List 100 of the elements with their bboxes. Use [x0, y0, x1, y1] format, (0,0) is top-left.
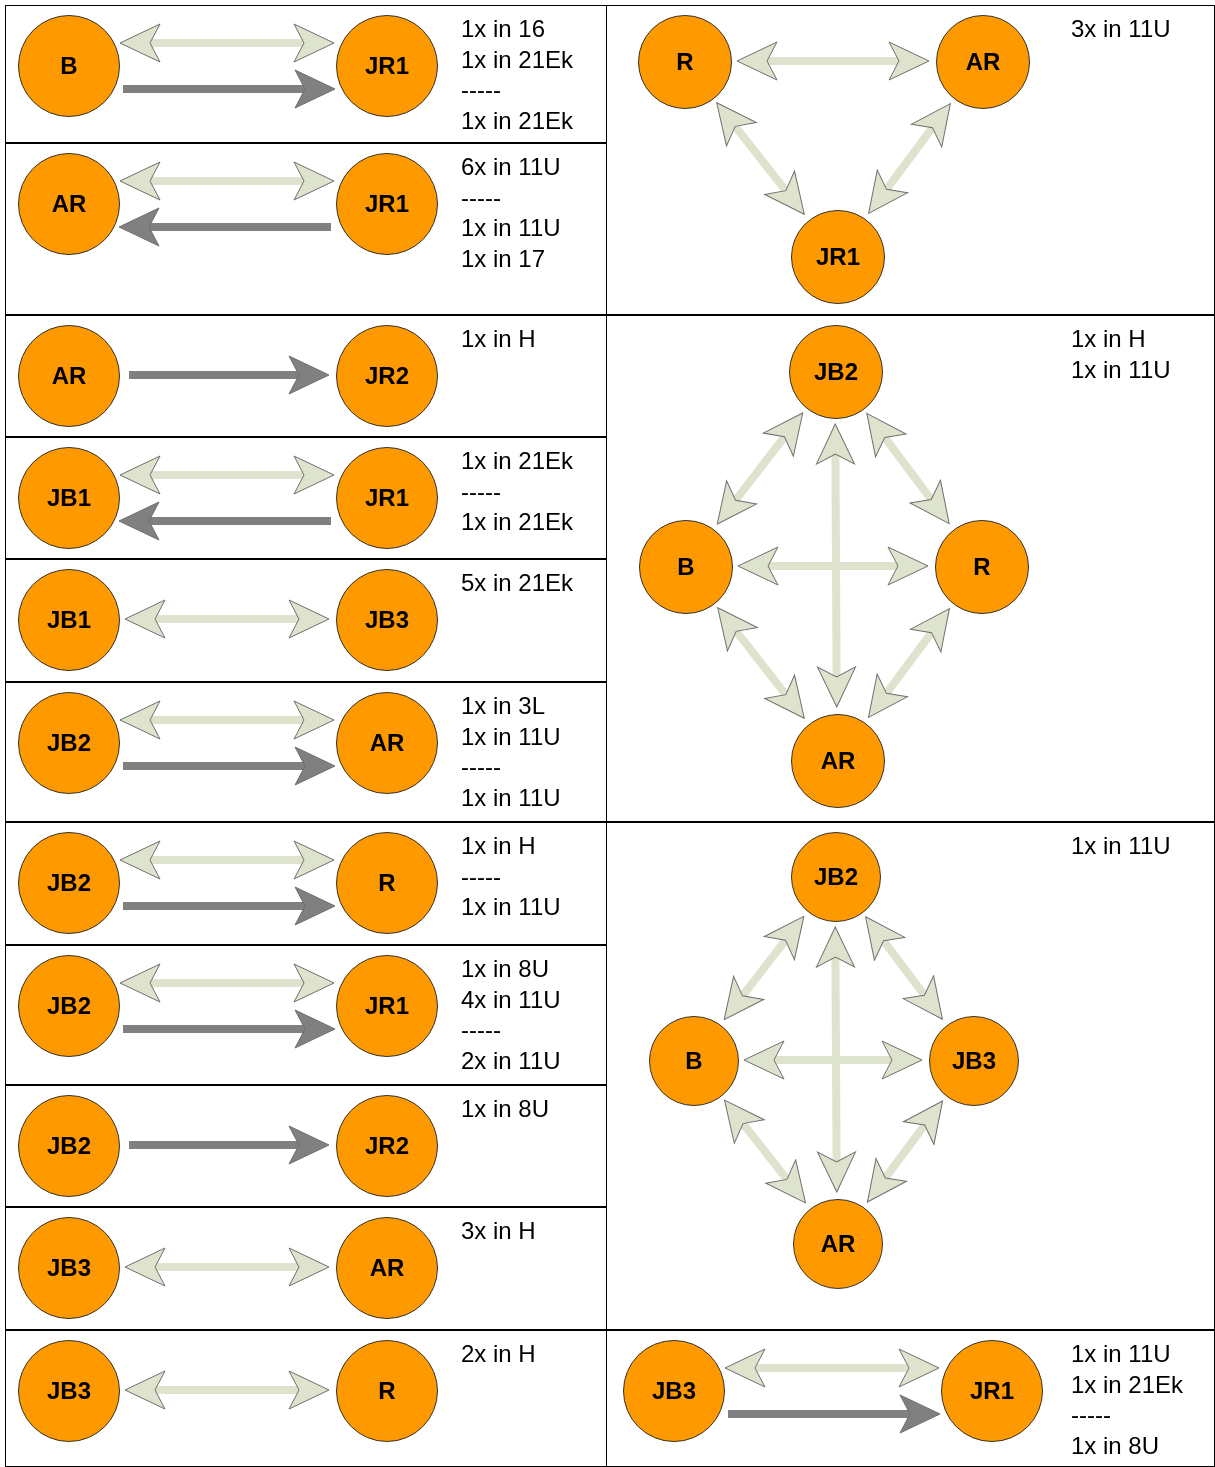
note-text: 1x in 8U	[461, 1094, 550, 1124]
node-circle: JR2	[336, 325, 438, 427]
note-text: 1x in 3L	[461, 691, 546, 721]
note-text: 1x in H	[461, 831, 536, 861]
note-text: 1x in 11U	[1071, 831, 1171, 861]
note-text: 1x in 21Ek	[461, 44, 574, 75]
note-text: -----	[461, 182, 501, 213]
double-arrow	[716, 412, 804, 525]
note-text: 1x in 21Ek	[461, 105, 574, 136]
double-arrow	[119, 840, 335, 880]
double-arrow	[737, 546, 929, 586]
node-circle: JB3	[623, 1340, 725, 1442]
note-text: 1x in 11U	[461, 892, 561, 922]
table-cell	[5, 143, 607, 315]
note-text: -----	[461, 75, 501, 105]
note-text: 5x in 21Ek	[461, 568, 574, 598]
note-text: 3x in H	[461, 1216, 536, 1246]
double-arrow	[815, 926, 857, 1193]
note-text: -----	[461, 1015, 501, 1045]
node-circle: B	[18, 15, 120, 117]
node-circle: R	[336, 1340, 438, 1442]
node-circle: JR2	[336, 1095, 438, 1197]
double-arrow	[724, 1348, 940, 1388]
node-circle: R	[336, 832, 438, 934]
node-circle: AR	[18, 153, 120, 255]
double-arrow	[119, 700, 335, 740]
table-cell	[5, 822, 607, 945]
note-text: 1x in 8U	[461, 954, 550, 984]
node-circle: R	[935, 520, 1029, 614]
node-circle: JR1	[336, 955, 438, 1057]
node-circle: JB2	[18, 1095, 120, 1197]
node-circle: AR	[936, 15, 1030, 109]
node-circle: JR1	[336, 447, 438, 549]
node-circle: JB2	[791, 832, 881, 922]
double-arrow	[119, 23, 335, 63]
note-text: 1x in 8U	[1071, 1430, 1160, 1461]
node-circle: JB3	[336, 569, 438, 671]
table-cell	[606, 5, 1215, 315]
double-arrow	[717, 607, 805, 719]
note-text: 1x in 17	[461, 243, 546, 274]
node-circle: JR1	[791, 210, 885, 304]
double-arrow	[119, 963, 335, 1003]
node-circle: JB2	[18, 692, 120, 794]
double-arrow	[124, 1247, 330, 1287]
double-arrow	[736, 41, 930, 81]
note-text: -----	[1071, 1400, 1111, 1430]
table-cell	[606, 315, 1215, 822]
table-cell	[5, 945, 607, 1085]
double-arrow	[815, 423, 857, 708]
note-text: 3x in 11U	[1071, 14, 1171, 44]
table-cell	[5, 1085, 607, 1207]
node-circle: JB1	[18, 447, 120, 549]
node-circle: JB2	[18, 955, 120, 1057]
note-text: 1x in 11U	[1071, 354, 1171, 385]
note-text: 1x in 11U	[461, 213, 561, 243]
note-text: 1x in 21Ek	[461, 446, 574, 476]
node-circle: JB3	[18, 1340, 120, 1442]
node-circle: AR	[18, 325, 120, 427]
node-circle: JR1	[941, 1340, 1043, 1442]
note-text: 1x in 11U	[461, 721, 561, 752]
table-cell	[5, 1330, 607, 1467]
double-arrow	[868, 103, 951, 214]
note-text: 2x in H	[461, 1339, 536, 1369]
note-text: 1x in 21Ek	[461, 507, 574, 537]
node-circle: JB2	[18, 832, 120, 934]
double-arrow	[124, 599, 330, 639]
double-arrow	[866, 412, 950, 525]
node-circle: B	[649, 1016, 739, 1106]
double-arrow	[124, 1370, 330, 1410]
table-cell	[5, 682, 607, 822]
node-circle: B	[639, 520, 733, 614]
note-text: -----	[461, 752, 501, 782]
table-cell	[5, 559, 607, 682]
double-arrow	[724, 1099, 806, 1204]
note-text: 4x in 11U	[461, 984, 561, 1015]
table-cell	[5, 5, 607, 143]
node-circle: JB3	[18, 1217, 120, 1319]
double-arrow	[723, 915, 805, 1021]
node-circle: AR	[336, 692, 438, 794]
note-text: 2x in 11U	[461, 1045, 561, 1076]
double-arrow	[868, 608, 950, 718]
node-circle: JR1	[336, 15, 438, 117]
node-circle: AR	[793, 1199, 883, 1289]
table-cell	[606, 1330, 1215, 1467]
double-arrow	[743, 1040, 923, 1080]
note-text: -----	[461, 476, 501, 507]
node-circle: AR	[791, 714, 885, 808]
note-text: 1x in 11U	[1071, 1339, 1171, 1369]
node-circle: AR	[336, 1217, 438, 1319]
node-circle: JB1	[18, 569, 120, 671]
double-arrow	[865, 916, 943, 1020]
note-text: 1x in 16	[461, 14, 546, 44]
table-cell	[5, 1207, 607, 1330]
table-cell	[606, 822, 1215, 1330]
node-circle: JR1	[336, 153, 438, 255]
node-circle: JB2	[789, 325, 883, 419]
node-circle: JB3	[929, 1016, 1019, 1106]
note-text: 1x in H	[461, 324, 536, 354]
note-text: -----	[461, 861, 501, 892]
double-arrow	[716, 102, 805, 215]
